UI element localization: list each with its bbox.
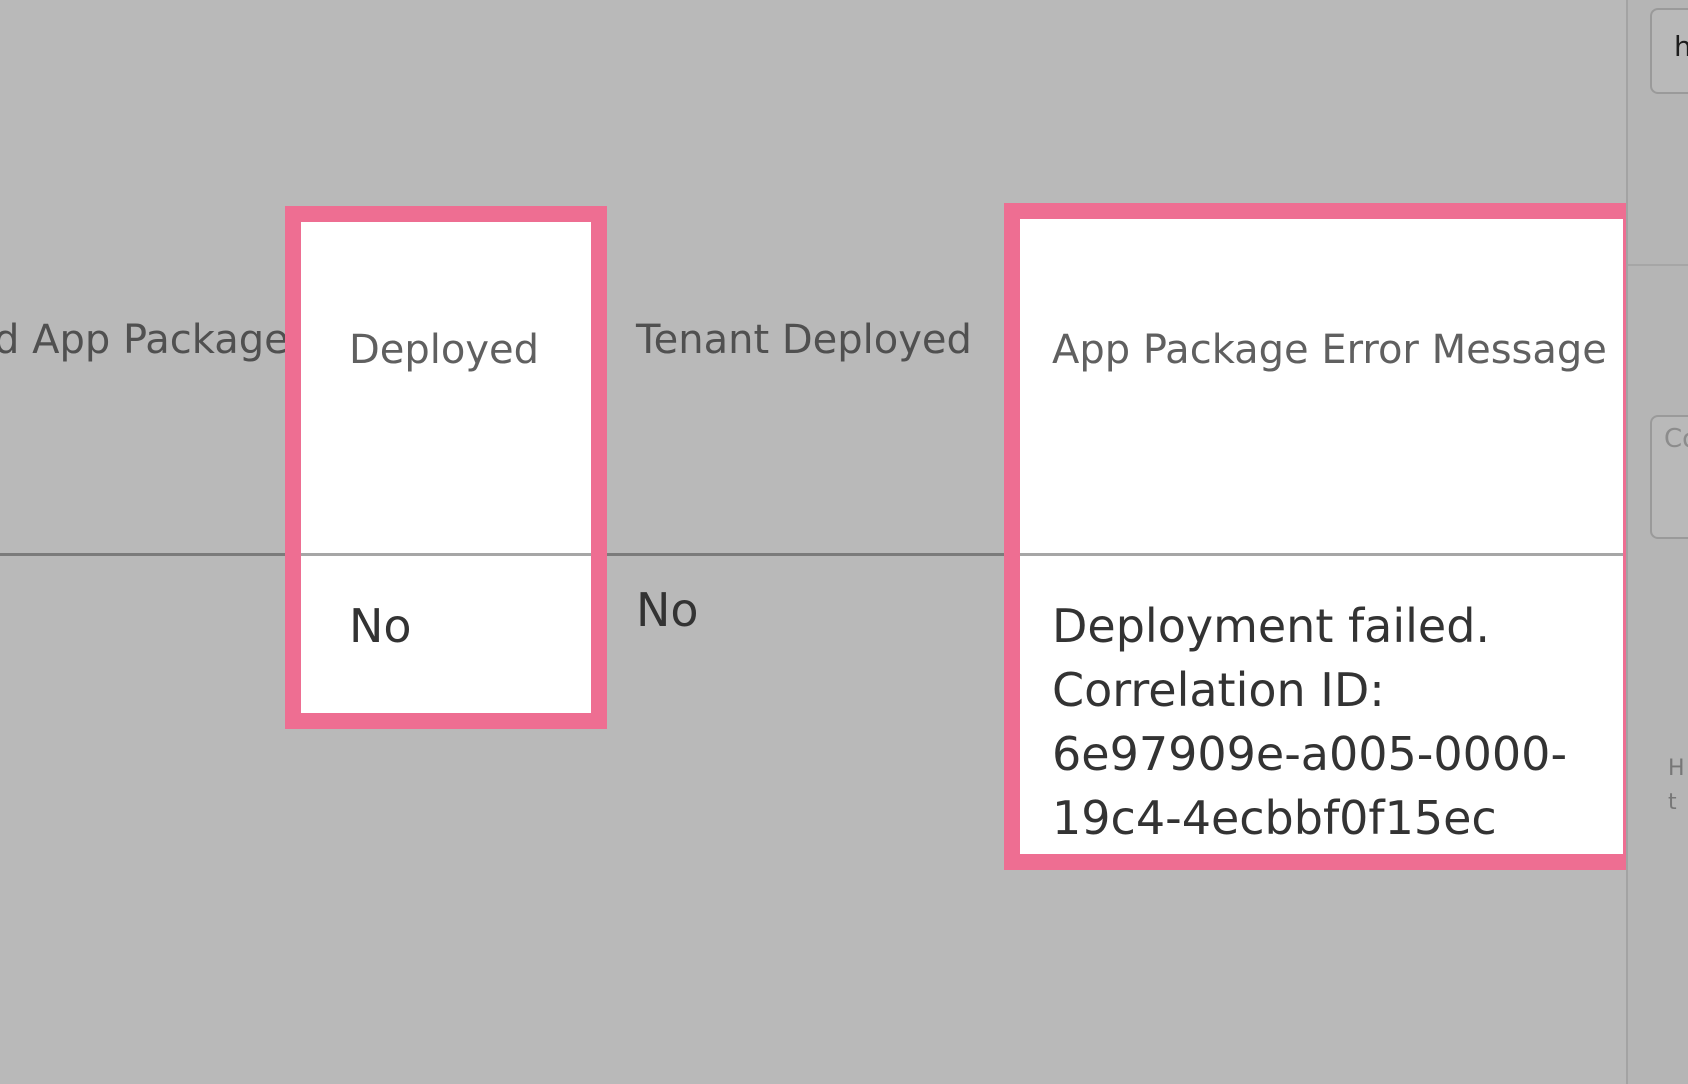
cell-error-message: Deployment failed. Correlation ID: 6e979… [1052,599,1568,845]
panel-divider [1628,264,1688,266]
highlight-error-message-column: App Package Error Message Deployment fai… [1004,203,1639,870]
list-view: d App Package Tenant Deployed No Deploye… [0,203,1639,870]
cell-tenant-deployed: No [636,583,699,637]
column-header-app-package[interactable]: d App Package [0,317,289,363]
deployed-header-divider [301,553,591,556]
comments-input[interactable] [1650,415,1688,539]
cell-deployed: No [349,599,412,653]
column-header-tenant-deployed[interactable]: Tenant Deployed [636,317,972,363]
url-input[interactable] [1650,8,1688,94]
comments-placeholder: Co [1664,424,1688,454]
right-settings-panel: ht Co H t [1626,0,1688,1084]
column-header-deployed[interactable]: Deployed [349,327,540,373]
error-header-divider [1020,553,1623,556]
url-input-value: ht [1674,30,1688,63]
help-text: H t [1668,756,1685,815]
error-column-spotlight: App Package Error Message Deployment fai… [1020,219,1623,854]
highlight-deployed-column: Deployed No [285,206,607,729]
column-header-error-message[interactable]: App Package Error Message [1052,327,1607,373]
deployed-column-spotlight: Deployed No [301,222,591,713]
